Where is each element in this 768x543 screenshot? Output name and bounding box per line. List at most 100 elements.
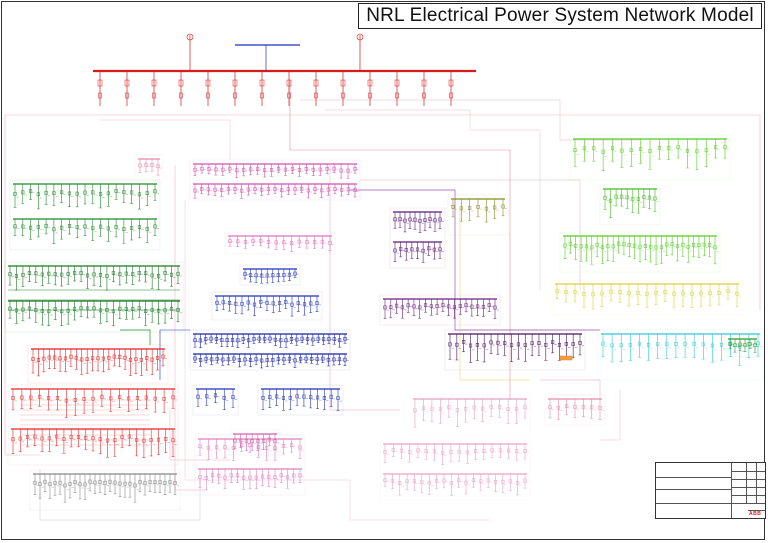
breaker-symbol [667,145,671,150]
connector-line [174,165,205,491]
breaker-symbol [193,188,197,193]
breaker-symbol [482,343,486,348]
breaker-symbol [118,354,122,359]
label-stub [17,279,21,280]
label-stub [306,306,309,308]
breaker-symbol [654,290,658,295]
label-stub [684,296,687,298]
breaker-symbol [653,196,657,201]
breaker-symbol [313,240,317,244]
breaker-symbol [353,166,357,171]
label-stub [473,308,476,309]
label-stub [116,484,119,486]
breaker-symbol [124,79,130,87]
breaker-symbol [556,405,560,410]
breaker-symbol [657,145,661,150]
breaker-symbol [448,342,452,347]
breaker-symbol [198,338,202,343]
label-stub [96,484,99,486]
breaker-symbol [340,79,346,87]
breaker-symbol [233,438,237,443]
label-stub [455,309,459,311]
breaker-symbol [206,445,210,450]
label-stub [153,312,157,314]
label-stub [126,486,129,488]
breaker-symbol [223,475,227,480]
label-stub [509,412,513,414]
label-stub [114,274,118,276]
breaker-symbol [516,342,520,347]
label-stub [259,169,262,171]
label-stub [630,247,634,248]
breaker-symbol [79,306,83,310]
breaker-symbol [131,272,135,277]
breaker-symbol [429,304,433,309]
breaker-symbol [239,438,243,443]
breaker-symbol [63,483,67,488]
breaker-symbol [462,339,466,344]
label-stub [239,341,242,343]
label-stub [471,210,474,212]
breaker-symbol [13,224,17,229]
label-stub [612,293,615,294]
breaker-symbol [296,301,300,305]
breaker-symbol [318,167,322,172]
label-stub [202,360,205,362]
breaker-symbol [256,445,260,449]
label-stub [419,451,422,453]
label-stub [85,402,89,403]
breaker-symbol [162,397,166,401]
breaker-symbol [58,480,62,485]
breaker-symbol [176,271,180,276]
breaker-symbol [753,343,757,348]
breaker-symbol [286,187,290,192]
breaker-symbol [592,146,596,151]
breaker-symbol [390,478,394,483]
label-stub [518,412,521,414]
breaker-symbol [670,242,674,247]
breaker-symbol [213,393,218,398]
breaker-symbol [260,273,264,278]
label-stub [614,151,617,152]
breaker-symbol [699,291,703,296]
breaker-symbol [205,79,211,87]
breaker-symbol [137,225,141,230]
breaker-symbol [438,407,442,411]
label-stub [415,482,419,484]
label-stub [325,339,328,341]
label-stub [231,304,234,305]
breaker-symbol [156,437,161,442]
label-stub [77,360,81,361]
breaker-symbol [400,305,404,310]
breaker-symbol [163,481,167,485]
breaker-symbol [290,443,294,448]
label-stub [356,191,359,192]
breaker-symbol [394,79,400,87]
label-stub [613,349,617,351]
breaker-symbol [259,239,263,243]
label-stub [58,438,61,439]
breaker-symbol [42,356,46,361]
breaker-symbol [315,357,319,362]
breaker-symbol [442,478,446,483]
breaker-symbol [231,395,235,399]
breaker-symbol [530,341,534,346]
label-stub [511,483,515,484]
label-stub [645,199,648,200]
breaker-symbol [204,337,208,341]
label-stub [148,231,152,233]
label-stub [533,345,537,347]
label-stub [14,400,17,402]
breaker-symbol [273,337,277,342]
label-stub [72,358,75,360]
label-stub [268,360,272,362]
breaker-symbol [475,342,479,347]
breaker-symbol [432,449,436,454]
label-stub [237,305,240,307]
breaker-symbol [565,404,569,408]
label-stub [485,452,488,453]
label-stub [56,485,59,487]
label-stub [313,359,316,360]
breaker-symbol [273,439,277,444]
